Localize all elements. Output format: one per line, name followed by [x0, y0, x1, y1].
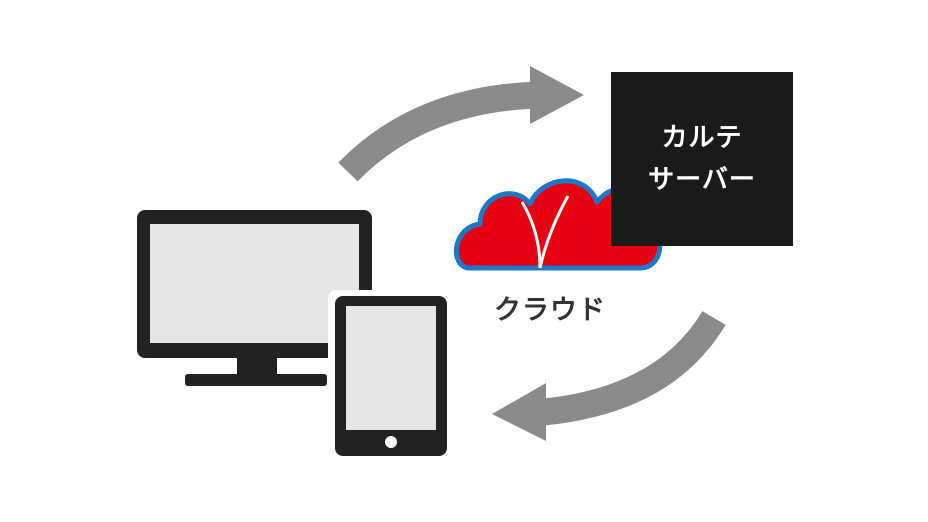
upper-arrow-icon: [338, 66, 584, 182]
cloud-icon: [450, 174, 667, 275]
karte-server-box: カルテ サーバー: [611, 72, 793, 246]
server-label-line1: カルテ: [661, 123, 743, 153]
cloud-label: クラウド: [494, 295, 606, 326]
desktop-monitor-icon: [137, 210, 372, 386]
server-label-line2: サーバー: [648, 165, 756, 195]
lower-arrow-icon: [492, 310, 726, 441]
tablet-icon: [328, 290, 452, 457]
